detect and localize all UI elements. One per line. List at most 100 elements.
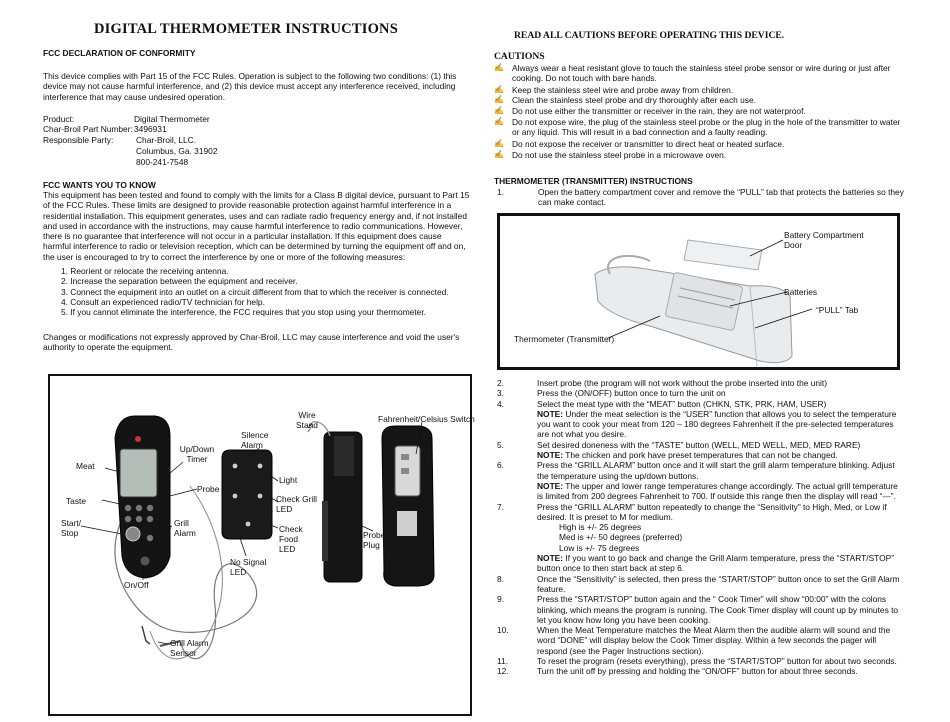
list-item: 5. If you cannot eliminate the interfere… [61,307,426,318]
label-no-signal-led: No Signal LED [230,557,267,577]
caution-item: Do not expose wire, the plug of the stai… [512,117,901,138]
list-item: 5. Set desired doneness with the “TASTE” … [497,440,907,450]
label-check-food-led: Check Food LED [279,524,303,554]
thermometer-instructions-heading: THERMOMETER (TRANSMITTER) INSTRUCTIONS [494,176,693,186]
step-number: 4. [497,398,504,409]
label-fahrenheit-celsius-switch: Fahrenheit/Celsius Switch [378,414,475,424]
fcc-declaration-heading: FCC DECLARATION OF CONFORMITY [43,48,196,58]
pen-icon: ✍ [494,139,504,148]
step-number [497,409,537,440]
responsible-party-label: Responsible Party: [43,135,114,145]
product-value: Digital Thermometer [134,114,210,124]
note-label: NOTE: [537,553,564,564]
step-text: Select the meat type with the “MEAT” but… [537,398,827,409]
pen-icon: ✍ [494,85,504,94]
label-probe-plug: Probe Plug [363,530,386,550]
step-number: 6. [497,460,504,471]
step-number: 2. [497,378,504,388]
label-wire-stand: Wire Stand [296,410,318,430]
step-number: 9. [497,594,504,605]
step-number [497,450,537,460]
note-label: NOTE: [537,480,564,491]
transmitter-illustration [594,239,813,367]
responsible-party-line: 800-241-7548 [136,157,189,167]
list-item: Low is +/- 75 degrees [497,543,907,553]
step-number: 10. [497,625,509,636]
step-text: Press the (ON/OFF) button once to turn t… [537,388,726,399]
label-battery-compartment-door: Battery Compartment Door [784,230,864,250]
page-title: DIGITAL THERMOMETER INSTRUCTIONS [94,21,398,37]
step-number: 12. [497,666,509,677]
label-silence-alarm: Silence Alarm [241,430,269,450]
list-item: 12. Turn the unit off by pressing and hol… [497,666,907,676]
changes-text: Changes or modifications not expressly a… [43,332,460,353]
list-item: 6.Press the “GRILL ALARM” button once an… [497,460,907,481]
label-check-grill-led: Check Grill LED [276,494,317,514]
list-item: 7.Press the “GRILL ALARM” button repeate… [497,502,907,523]
fcc-wants-text: This equipment has been tested and found… [43,190,470,262]
step-text: Press the “START/STOP” button again and … [537,594,899,625]
label-batteries: Batteries [784,287,818,297]
step-text: Turn the unit off by pressing and holdin… [537,666,858,677]
list-item: 2. Insert probe (the program will not wor… [497,378,907,388]
step-text: High is +/- 25 degrees [559,522,642,533]
label-up-down-timer: Up/Down Timer [179,444,215,464]
transmitter-figure: Battery Compartment Door Batteries “PULL… [497,213,900,370]
label-thermometer-transmitter: Thermometer (Transmitter) [514,334,615,344]
pen-icon: ✍ [494,106,504,115]
pen-icon: ✍ [494,117,504,126]
step-number: 1. [497,187,504,197]
note-label: NOTE: [537,450,564,461]
list-item: 4. Select the meat type with the “MEAT” b… [497,399,907,409]
step-text: Under the meat selection is the “USER” f… [537,408,897,440]
label-taste: Taste [66,496,87,506]
measures-list: 1. Reorient or relocate the receiving an… [61,266,481,317]
caution-item: Do not use either the transmitter or rec… [512,106,806,116]
step-text: Insert probe (the program will not work … [537,378,828,388]
list-item: NOTE: If you want to go back and change … [497,553,907,574]
pen-icon: ✍ [494,95,504,104]
steps-list: 2. Insert probe (the program will not wor… [497,378,907,677]
receiver-illustration [80,415,435,660]
list-item: NOTE: The chicken and pork have preset t… [497,450,907,460]
caution-item: Keep the stainless steel wire and probe … [512,85,734,95]
part-number-label: Char-Broil Part Number: [43,124,133,134]
list-item: NOTE: The upper and lower range temperat… [497,481,907,502]
list-item: 3. Connect the equipment into an outlet … [61,286,449,297]
product-label: Product: [43,114,75,124]
list-item: 11.To reset the program (resets everythi… [497,656,907,666]
list-item: 9. Press the “START/STOP” button again an… [497,594,907,625]
note-text: NOTE: The chicken and pork have preset t… [537,450,905,460]
step-text: Open the battery compartment cover and r… [538,187,904,208]
step-text: Med is +/- 50 degrees (preferred) [559,532,683,543]
note-text: NOTE: The upper and lower range temperat… [537,481,905,502]
step-text: Set desired doneness with the “TASTE” bu… [537,439,861,450]
list-item: 1. Reorient or relocate the receiving an… [61,266,229,276]
caution-item: Clean the stainless steel probe and dry … [512,95,756,105]
list-item: 10.When the Meat Temperature matches the… [497,625,907,656]
caution-item: Always wear a heat resistant glove to to… [512,63,891,84]
step-number: 8. [497,573,504,584]
fcc-declaration-text: This device complies with Part 15 of the… [43,71,457,102]
note-label: NOTE: [537,408,564,419]
label-grill-alarm: Grill Alarm [174,518,196,538]
read-all-cautions: READ ALL CAUTIONS BEFORE OPERATING THIS … [514,30,785,41]
step-text: Low is +/- 75 degrees [559,542,640,553]
responsible-party-line: Columbus, Ga. 31902 [136,146,218,156]
step-text: To reset the program (resets everything)… [537,656,897,667]
caution-item: Do not expose the receiver or transmitte… [512,139,785,149]
label-start-stop: Start/ Stop [61,518,82,538]
step-number: 3. [497,388,504,399]
label-on-off: On/Off [124,580,149,590]
label-probe: Probe [197,484,220,494]
step-text: Once the “Sensitivity” is selected, then… [537,573,900,594]
step-number [497,553,537,574]
step-number: 5. [497,439,504,450]
list-item: 4. Consult an experienced radio/TV techn… [61,296,265,307]
list-item: 8. Once the “Sensitivity” is selected, th… [497,574,907,595]
step-number [497,481,537,502]
step-number [497,543,537,553]
list-item: High is +/- 25 degrees [497,522,907,532]
note-text: NOTE: Under the meat selection is the “U… [537,409,905,440]
caution-item: Do not use the stainless steel probe in … [512,150,727,160]
